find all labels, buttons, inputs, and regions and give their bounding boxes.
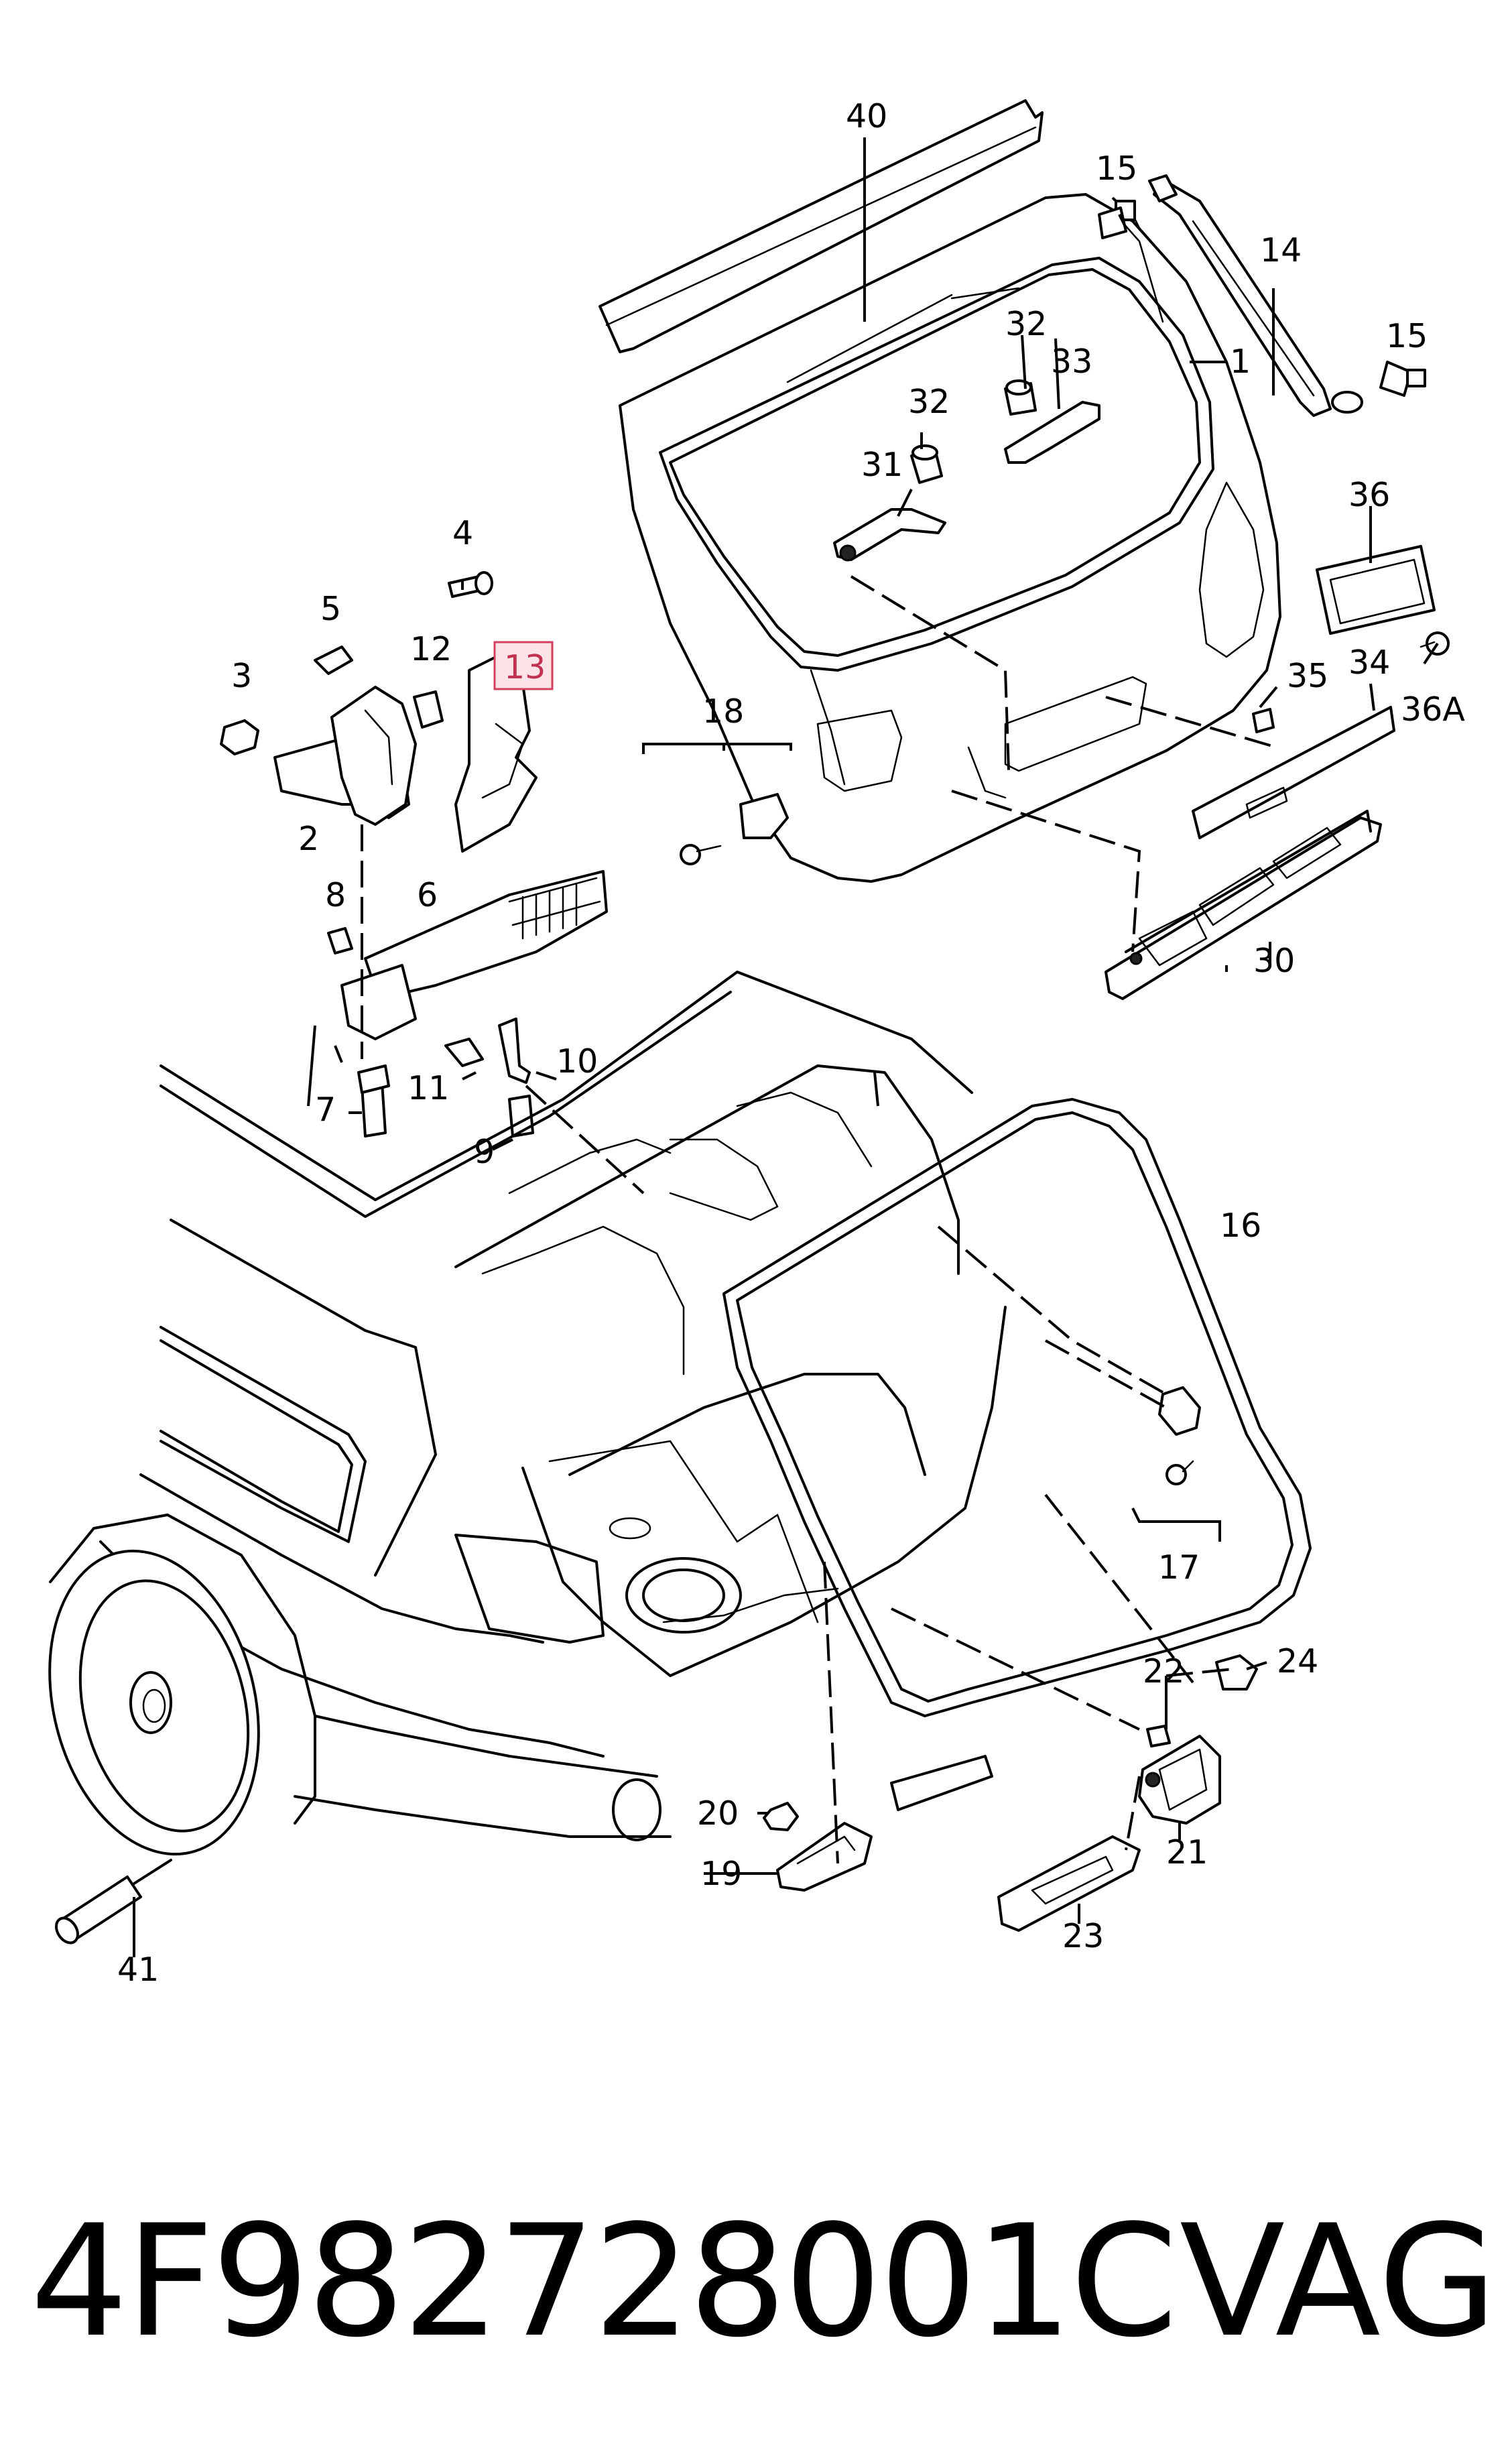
screw-36a bbox=[1420, 631, 1450, 656]
callout-16: 16 bbox=[1220, 1207, 1261, 1245]
screw-11 bbox=[444, 1038, 484, 1067]
bracket-33 bbox=[1004, 401, 1100, 464]
callout-35: 35 bbox=[1287, 657, 1328, 695]
callout-1: 1 bbox=[1230, 343, 1251, 381]
callout-32: 32 bbox=[908, 383, 950, 421]
callout-15: 15 bbox=[1096, 149, 1137, 188]
callout-4: 4 bbox=[452, 514, 473, 552]
callout-20: 20 bbox=[697, 1794, 739, 1833]
callout-34: 34 bbox=[1348, 643, 1390, 682]
tailgate-handle-30 bbox=[1105, 810, 1382, 1000]
callout-14: 14 bbox=[1260, 231, 1302, 269]
tailgate-seal-16 bbox=[722, 1098, 1312, 1717]
lock-21 bbox=[1138, 1735, 1221, 1825]
hinge-2 bbox=[273, 686, 417, 826]
nut-32b bbox=[1004, 379, 1037, 416]
washer-5 bbox=[314, 645, 353, 675]
callout-41: 41 bbox=[117, 1951, 159, 1989]
callout-10: 10 bbox=[556, 1042, 598, 1081]
brand-name: VAG bbox=[1180, 2193, 1498, 2372]
callout-21: 21 bbox=[1166, 1833, 1208, 1871]
callout-23: 23 bbox=[1062, 1917, 1104, 1955]
clip-35 bbox=[1252, 708, 1275, 733]
callout-8: 8 bbox=[325, 876, 346, 914]
callout-12: 12 bbox=[410, 630, 452, 668]
callout-17: 17 bbox=[1158, 1548, 1200, 1587]
buffer-18 bbox=[680, 793, 789, 865]
callout-13-highlight-box bbox=[493, 641, 554, 690]
callout-18: 18 bbox=[702, 692, 744, 731]
trim-strip-34 bbox=[1192, 706, 1395, 839]
screw-7 bbox=[357, 1064, 390, 1137]
callout-9: 9 bbox=[474, 1133, 495, 1171]
callout-13: 13 bbox=[504, 648, 546, 686]
ball-stud-lower bbox=[1379, 361, 1426, 397]
release-19 bbox=[776, 1755, 993, 1892]
callout-32: 32 bbox=[1005, 305, 1047, 343]
callout-6: 6 bbox=[417, 876, 438, 914]
bolt-4 bbox=[448, 571, 493, 598]
car-body bbox=[48, 971, 1007, 1856]
callout-36: 36 bbox=[1348, 476, 1390, 514]
leader-lines bbox=[133, 137, 1439, 1957]
callout-30: 30 bbox=[1253, 942, 1295, 980]
callout-40: 40 bbox=[846, 97, 887, 135]
lock-cover-23 bbox=[997, 1835, 1141, 1932]
drive-unit-6 bbox=[340, 870, 608, 1040]
nut-32a bbox=[910, 444, 943, 484]
rear-spoiler bbox=[598, 99, 1044, 353]
callout-24: 24 bbox=[1277, 1642, 1318, 1680]
callout-11: 11 bbox=[407, 1069, 449, 1107]
callout-15: 15 bbox=[1386, 317, 1428, 355]
callout-36A: 36A bbox=[1401, 690, 1465, 729]
dashed-assembly-lines bbox=[361, 214, 1277, 1864]
callout-7: 7 bbox=[315, 1091, 336, 1129]
gas-strut bbox=[1148, 174, 1363, 417]
nut-20 bbox=[763, 1802, 799, 1831]
callout-31: 31 bbox=[861, 446, 903, 484]
bracket-31 bbox=[833, 508, 946, 562]
screw-8 bbox=[327, 927, 353, 955]
callout-labels: 40 15 14 15 1 32 33 32 31 36 4 5 12 13 3… bbox=[117, 97, 1465, 1989]
callout-2: 2 bbox=[298, 820, 319, 858]
tailgate-panel bbox=[619, 193, 1281, 883]
tool-41 bbox=[54, 1859, 172, 1945]
clip-24 bbox=[1215, 1654, 1258, 1690]
nut-3 bbox=[220, 719, 259, 755]
license-plate bbox=[1316, 545, 1436, 635]
part-number: 4F982728001C bbox=[30, 2193, 1178, 2372]
bracket-10 bbox=[498, 1018, 531, 1084]
callout-19: 19 bbox=[700, 1855, 742, 1893]
callout-3: 3 bbox=[231, 657, 252, 695]
callout-33: 33 bbox=[1051, 343, 1092, 381]
nut-22 bbox=[1146, 1725, 1171, 1747]
clip-12 bbox=[413, 690, 444, 729]
callout-22: 22 bbox=[1143, 1652, 1184, 1690]
callout-5: 5 bbox=[320, 590, 341, 628]
buffer-17 bbox=[1158, 1386, 1201, 1485]
